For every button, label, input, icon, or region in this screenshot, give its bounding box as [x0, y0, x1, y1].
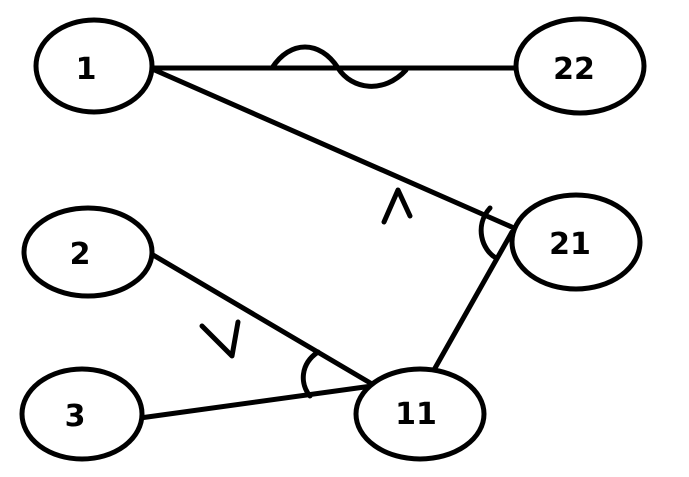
node-21-label: 21	[549, 227, 591, 262]
node-2: 2	[21, 205, 155, 299]
node-3-label: 3	[65, 399, 86, 434]
node-3: 3	[19, 366, 145, 462]
edge-2-11	[145, 249, 375, 387]
check-mark	[199, 319, 241, 359]
node-21-ellipse	[509, 192, 643, 292]
caret-up-mark	[381, 187, 413, 225]
edge-11-21	[427, 229, 515, 380]
edge-3-11	[137, 383, 375, 421]
node-3-ellipse	[19, 366, 145, 462]
node-22-label: 22	[553, 52, 595, 87]
angle-arc-21	[478, 205, 499, 261]
node-22-ellipse	[513, 16, 647, 116]
node-1-label: 1	[76, 52, 97, 87]
node-21: 21	[509, 192, 643, 292]
edge-1-21	[147, 65, 517, 231]
angle-arc-11	[300, 349, 321, 399]
node-11-ellipse	[353, 366, 487, 462]
node-11-label: 11	[395, 397, 437, 432]
node-1-ellipse	[33, 17, 155, 115]
wave-mark	[269, 44, 409, 89]
node-11: 11	[353, 366, 487, 462]
node-2-ellipse	[21, 205, 155, 299]
node-2-label: 2	[70, 237, 91, 272]
node-1: 1	[33, 17, 155, 115]
node-22: 22	[513, 16, 647, 116]
